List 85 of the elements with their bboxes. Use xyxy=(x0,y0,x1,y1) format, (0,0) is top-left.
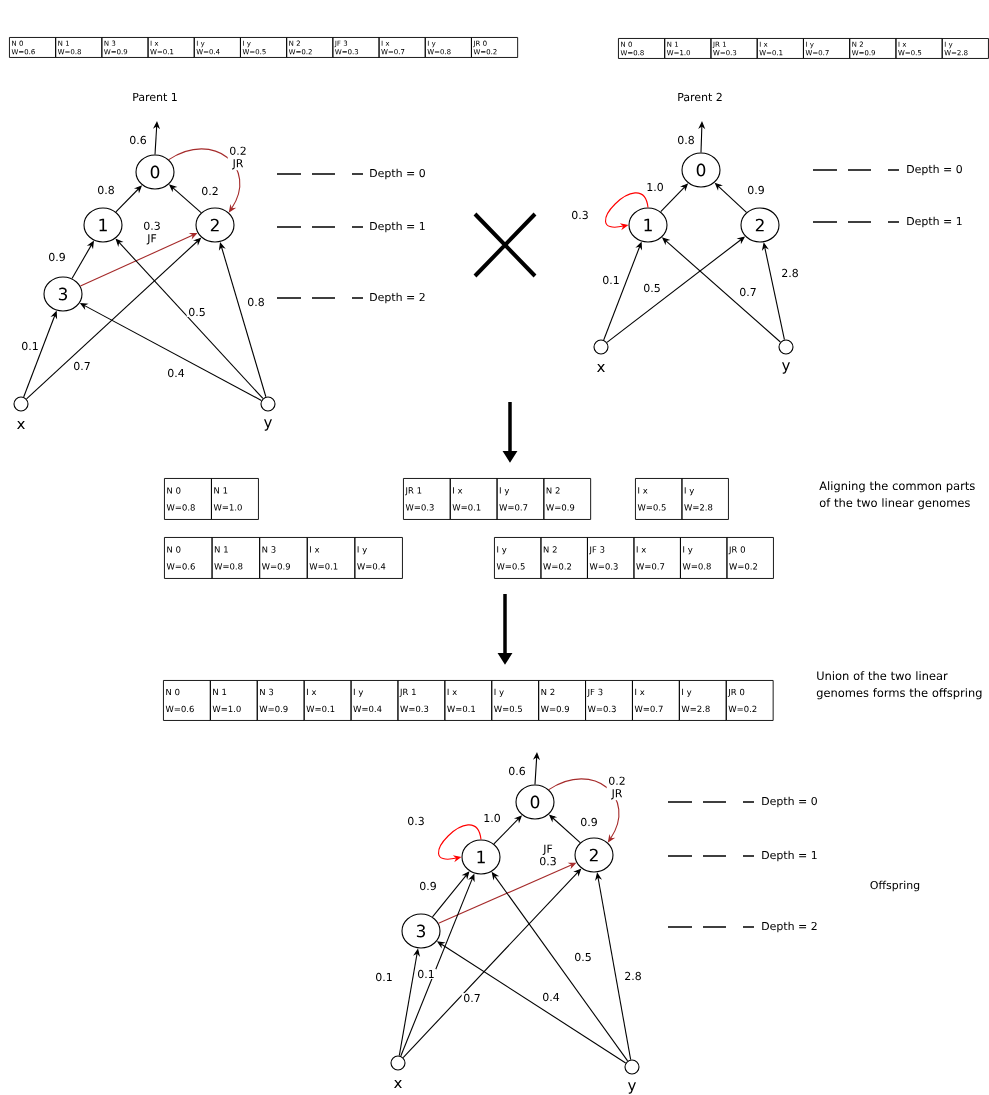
input-label: y xyxy=(628,1082,636,1094)
gene-cell: N 3 W=0.9 xyxy=(259,537,308,579)
edge-label: 0.3 xyxy=(405,816,427,826)
edge-label: 0.9 xyxy=(46,252,68,262)
input-label: y xyxy=(264,419,272,431)
depth-label: Depth = 0 xyxy=(907,164,962,176)
edge-label: 0.6 xyxy=(127,135,149,145)
gene-cell: I y W=2.8 xyxy=(681,478,729,520)
gene-cell: I y W=0.4 xyxy=(354,537,403,579)
edge-label: 0.3 JF xyxy=(141,220,163,246)
caption-text: Parent 1 xyxy=(133,92,177,102)
gene-cell: I y W=0.7 xyxy=(496,478,545,520)
gene-cell: N 1 W=1.0 xyxy=(209,680,258,721)
input-label: y xyxy=(782,362,790,374)
gene-cell: JR 0 W=0.2 xyxy=(726,537,774,579)
input-label: x xyxy=(597,363,605,373)
edge-label: 0.9 xyxy=(578,817,600,827)
input-label: x xyxy=(17,420,25,430)
note-text: Union of the two linear genomes forms the offspring xyxy=(816,671,982,700)
gene-cell: I y W=0.4 xyxy=(350,680,399,721)
edge-label: 0.4 xyxy=(165,368,187,378)
depth-label: Depth = 1 xyxy=(370,221,425,233)
gene-cell: I y W=2.8 xyxy=(678,680,727,721)
caption-text: Offspring xyxy=(870,880,920,892)
edge-label: 0.7 xyxy=(71,361,93,371)
depth-label: Depth = 1 xyxy=(762,850,817,862)
gene-cell: JR 1 W=0.3 xyxy=(403,478,451,520)
gene-cell: JF 3 W=0.3 xyxy=(585,680,633,721)
gene-cell: I x W=0.5 xyxy=(635,478,683,520)
edge-label: 0.1 xyxy=(415,969,437,979)
gene-cell: I x W=0.7 xyxy=(632,680,680,721)
edge-label: 0.5 xyxy=(641,283,663,293)
gene-cell: N 1 W=0.8 xyxy=(211,537,261,579)
gene-cell: I y W=0.8 xyxy=(680,537,728,579)
edge-label: 0.2 JR xyxy=(606,775,628,801)
gene-cell: I y W=0.5 xyxy=(491,680,540,721)
edge-label: 2.8 xyxy=(779,268,801,278)
arrow xyxy=(218,242,267,398)
gene-cell: I x W=0.1 xyxy=(444,680,493,721)
depth-label: Depth = 0 xyxy=(370,168,425,180)
gene-cell: N 2 W=0.2 xyxy=(540,537,588,579)
edge-label: 1.0 xyxy=(644,182,666,192)
depth-label: Depth = 2 xyxy=(370,292,425,304)
gene-cell: N 1 W=1.0 xyxy=(211,478,259,520)
gene-cell: I x W=0.1 xyxy=(306,537,356,579)
depth-label: Depth = 0 xyxy=(762,796,817,808)
edge-label: 0.5 xyxy=(186,307,208,317)
edge-label: 2.8 xyxy=(622,971,644,981)
gene-cell: JR 1 W=0.3 xyxy=(397,680,446,721)
arrow xyxy=(431,871,470,918)
input-label: x xyxy=(394,1079,402,1089)
gene-cell: N 3 W=0.9 xyxy=(256,680,305,721)
gene-cell: N 0 W=0.6 xyxy=(164,537,213,579)
edge-label: 0.2 JR xyxy=(227,145,249,171)
edge-label: 0.3 xyxy=(569,210,591,220)
gene-cell: N 0 W=0.8 xyxy=(164,478,212,520)
edge-label: 0.1 xyxy=(600,275,622,285)
gene-cell: I y W=0.5 xyxy=(494,537,542,579)
edge-label: 0.1 xyxy=(373,972,395,982)
edge-label: 0.9 xyxy=(417,881,439,891)
edge-label: 0.5 xyxy=(572,952,594,962)
gene-cell: I x W=0.1 xyxy=(449,478,498,520)
gene-cell: I x W=0.7 xyxy=(633,537,681,579)
edge-label: 0.8 xyxy=(95,185,117,195)
edge-label: 0.6 xyxy=(506,766,528,776)
gene-cell: JR 0 W=0.2 xyxy=(725,680,774,721)
depth-label: Depth = 1 xyxy=(907,216,962,228)
edge-label: JF 0.3 xyxy=(537,843,559,867)
edge-label: 0.8 xyxy=(675,135,697,145)
caption-text: Parent 2 xyxy=(678,92,722,102)
edge-label: 0.2 xyxy=(199,186,221,196)
gene-cell: JF 3 W=0.3 xyxy=(587,537,635,579)
edge-label: 0.7 xyxy=(461,993,483,1003)
edge-label: 0.8 xyxy=(245,297,267,307)
gene-cell: N 0 W=0.6 xyxy=(163,680,211,721)
gene-cell: N 2 W=0.9 xyxy=(543,478,592,520)
depth-label: Depth = 2 xyxy=(762,921,817,933)
edge-label: 1.0 xyxy=(481,813,503,823)
note-text: Aligning the common parts of the two linear genomes xyxy=(819,481,975,510)
edge-label: 0.4 xyxy=(540,992,562,1002)
edge-label: 0.7 xyxy=(737,287,759,297)
edge-label: 0.1 xyxy=(19,341,41,351)
edge-label: 0.9 xyxy=(745,185,767,195)
gene-cell: N 2 W=0.9 xyxy=(538,680,586,721)
gene-cell: I x W=0.1 xyxy=(303,680,352,721)
